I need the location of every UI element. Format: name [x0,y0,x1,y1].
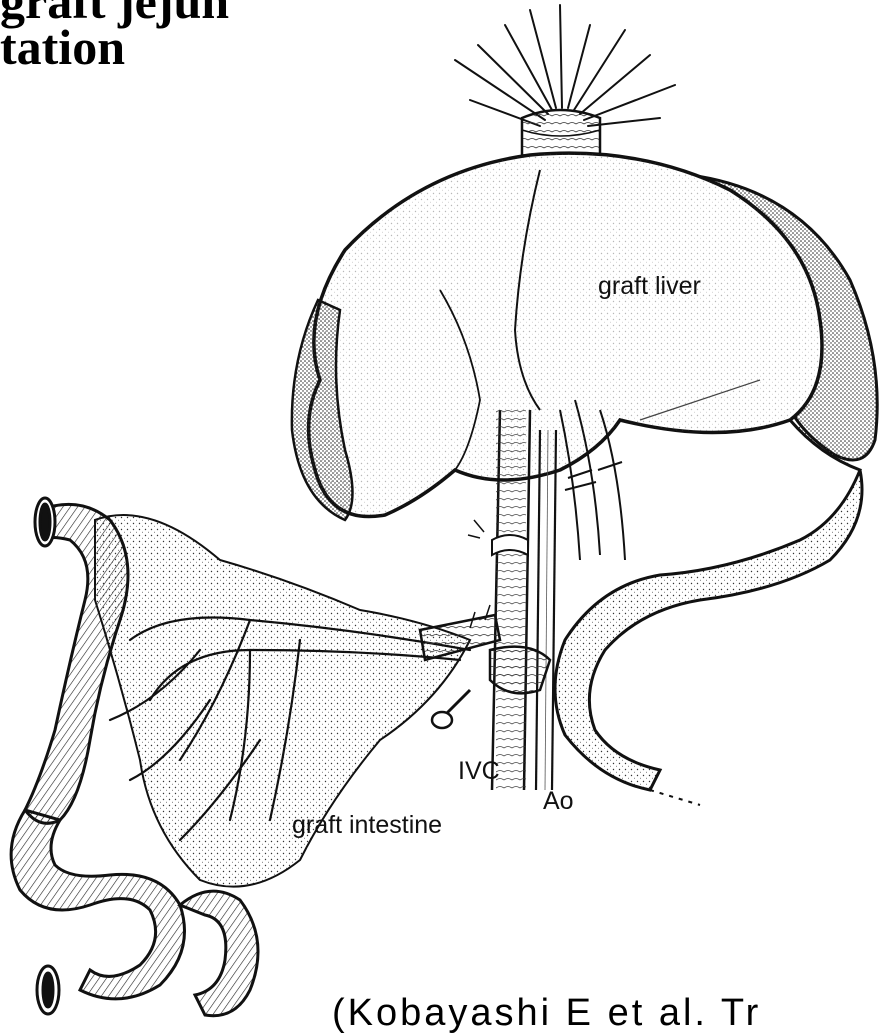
label-ivc: IVC [458,758,500,784]
label-graft-liver: graft liver [598,273,701,299]
aorta [536,430,556,790]
label-aorta: Ao [543,788,574,814]
citation-text: (Kobayashi E et al. Tr [332,993,761,1033]
label-graft-intestine: graft intestine [292,812,442,838]
graft-liver [292,153,877,520]
suprahepatic-vessel-rays [455,5,675,126]
recipient-stomach [555,420,862,805]
